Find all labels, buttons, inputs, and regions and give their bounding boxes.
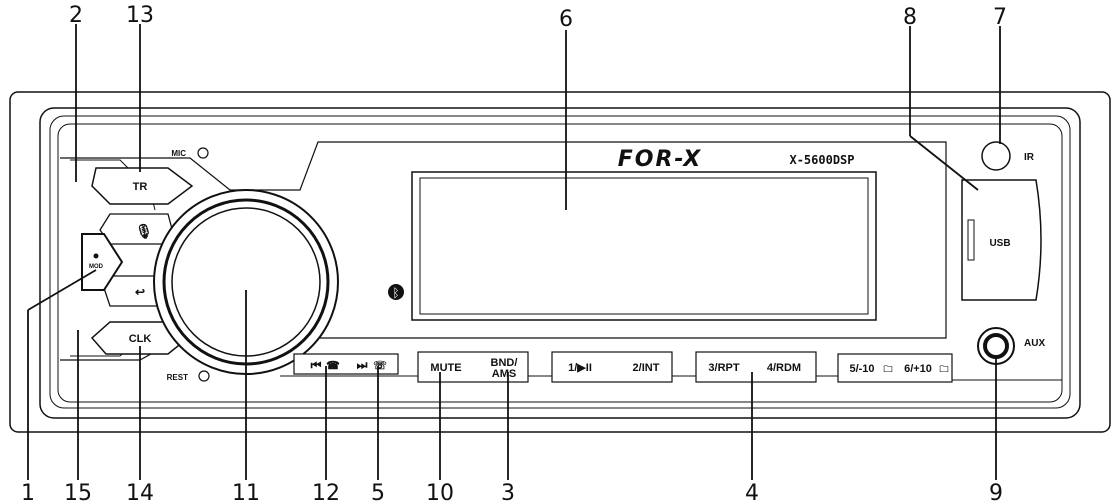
aux-port[interactable] xyxy=(983,333,1009,359)
callout-8: 8 xyxy=(903,5,917,30)
outer-frame xyxy=(9,91,1111,433)
prev-icon: ⏮ xyxy=(311,358,322,372)
next-icon: ⏭ xyxy=(357,358,368,372)
callout-4: 4 xyxy=(745,481,759,504)
answer-icon: ☏ xyxy=(373,360,387,372)
usb-cover[interactable] xyxy=(961,179,1042,301)
callout-11: 11 xyxy=(232,481,260,504)
back-icon: ↩ xyxy=(135,285,145,299)
preset-5-6-group xyxy=(837,353,953,383)
mic-button[interactable] xyxy=(99,213,177,245)
model-label: X-5600DSP xyxy=(789,153,854,167)
callout-1: 1 xyxy=(21,481,35,504)
mic-hole xyxy=(197,147,209,159)
folder-icon-6: 🗀 xyxy=(939,364,948,374)
callout-12: 12 xyxy=(312,481,340,504)
brand-logo: FOR-X xyxy=(618,147,703,172)
clk-button-label: CLK xyxy=(129,333,152,345)
tr-button[interactable] xyxy=(91,167,194,205)
aux-label: AUX xyxy=(1024,338,1045,349)
lcd-display-inner xyxy=(419,177,869,315)
lcd-display xyxy=(411,171,877,321)
mod-label: MOD xyxy=(89,264,104,270)
preset-3-button[interactable]: 3/RPT xyxy=(708,362,739,374)
callout-7: 7 xyxy=(993,5,1007,30)
callout-5: 5 xyxy=(371,481,385,504)
bluetooth-icon: ᛒ xyxy=(392,286,399,300)
bnd-button-line2[interactable]: AMS xyxy=(492,368,516,380)
preset-3-4-group xyxy=(695,351,817,383)
mute-bnd-button-group xyxy=(417,351,529,383)
callout-2: 2 xyxy=(69,3,83,28)
usb-slot xyxy=(967,219,975,261)
reset-hole[interactable] xyxy=(198,370,210,382)
callout-14: 14 xyxy=(126,481,154,504)
rest-label: REST xyxy=(167,373,188,382)
tr-button-label: TR xyxy=(133,181,148,193)
callout-15: 15 xyxy=(64,481,92,504)
preset-4-button[interactable]: 4/RDM xyxy=(767,362,801,374)
leader-lines xyxy=(27,24,1001,480)
usb-label: USB xyxy=(989,238,1010,249)
preset-6-button[interactable]: 6/+10 xyxy=(904,363,932,375)
preset-5-button[interactable]: 5/-10 xyxy=(849,363,874,375)
folder-icon-5: 🗀 xyxy=(883,364,892,374)
callout-3: 3 xyxy=(501,481,515,504)
preset-2-button[interactable]: 2/INT xyxy=(633,362,660,374)
ir-label: IR xyxy=(1024,152,1035,163)
mic-label: MIC xyxy=(171,149,186,158)
faceplate-outline-2 xyxy=(57,123,1063,403)
bluetooth-icon-bg xyxy=(388,284,404,300)
prev-next-button[interactable] xyxy=(293,353,399,375)
hangup-icon: ☎ xyxy=(326,360,340,372)
faceplate-outline-1 xyxy=(49,115,1071,409)
inner-frame xyxy=(39,107,1081,419)
ir-sensor xyxy=(981,141,1011,171)
preset-1-2-group xyxy=(551,351,673,383)
mic-icon: 🎙 xyxy=(135,223,153,239)
bnd-button-line1[interactable]: BND/ xyxy=(491,357,518,369)
mod-button[interactable] xyxy=(81,233,124,291)
callout-6: 6 xyxy=(559,7,573,32)
callout-10: 10 xyxy=(426,481,454,504)
mod-dot-icon xyxy=(93,253,99,259)
callout-13: 13 xyxy=(126,3,154,28)
mute-button[interactable]: MUTE xyxy=(430,362,461,374)
preset-1-button[interactable]: 1/▶II xyxy=(568,362,592,374)
callout-9: 9 xyxy=(989,481,1003,504)
